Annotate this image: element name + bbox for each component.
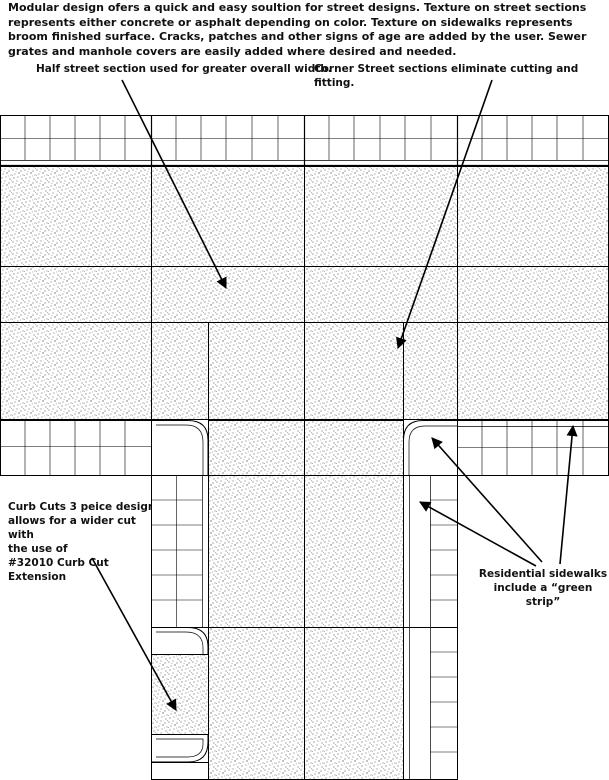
label-residential-sidewalks: Residential sidewalks include a “green s… <box>478 567 608 609</box>
label-curb-cuts: Curb Cuts 3 peice design allows for a wi… <box>8 500 158 584</box>
label-curb-cuts-line-2: allows for a wider cut with <box>8 515 136 541</box>
arrow-curb-cut <box>91 557 177 711</box>
label-half-street: Half street section used for greater ove… <box>36 63 332 75</box>
arrow-green-strip-column <box>419 501 537 567</box>
label-curb-cuts-line-4: #32010 Curb Cut Extension <box>8 557 109 583</box>
label-curb-cuts-line-1: Curb Cuts 3 peice design <box>8 501 156 513</box>
intro-paragraph: Modular design ofers a quick and easy so… <box>8 1 587 58</box>
label-residential-line-2: include a “green strip” <box>493 582 593 608</box>
street-sections <box>0 166 609 420</box>
left-sidewalk-column <box>151 475 209 780</box>
vertical-side-street <box>208 475 404 780</box>
right-sidewalk-column <box>403 475 458 780</box>
leader-arrows <box>91 79 578 711</box>
arrow-green-strip-sidewalk <box>559 424 578 565</box>
side-street-row <box>0 420 609 476</box>
label-residential-line-1: Residential sidewalks <box>478 568 608 580</box>
label-curb-cuts-line-3: the use of <box>8 543 68 555</box>
label-corner-street: Corner Street sections eliminate cutting… <box>314 63 579 89</box>
arrow-green-strip-corner <box>431 437 543 563</box>
arrow-corner-street <box>396 79 493 350</box>
top-sidewalk <box>0 115 609 167</box>
arrow-half-street <box>121 79 227 290</box>
